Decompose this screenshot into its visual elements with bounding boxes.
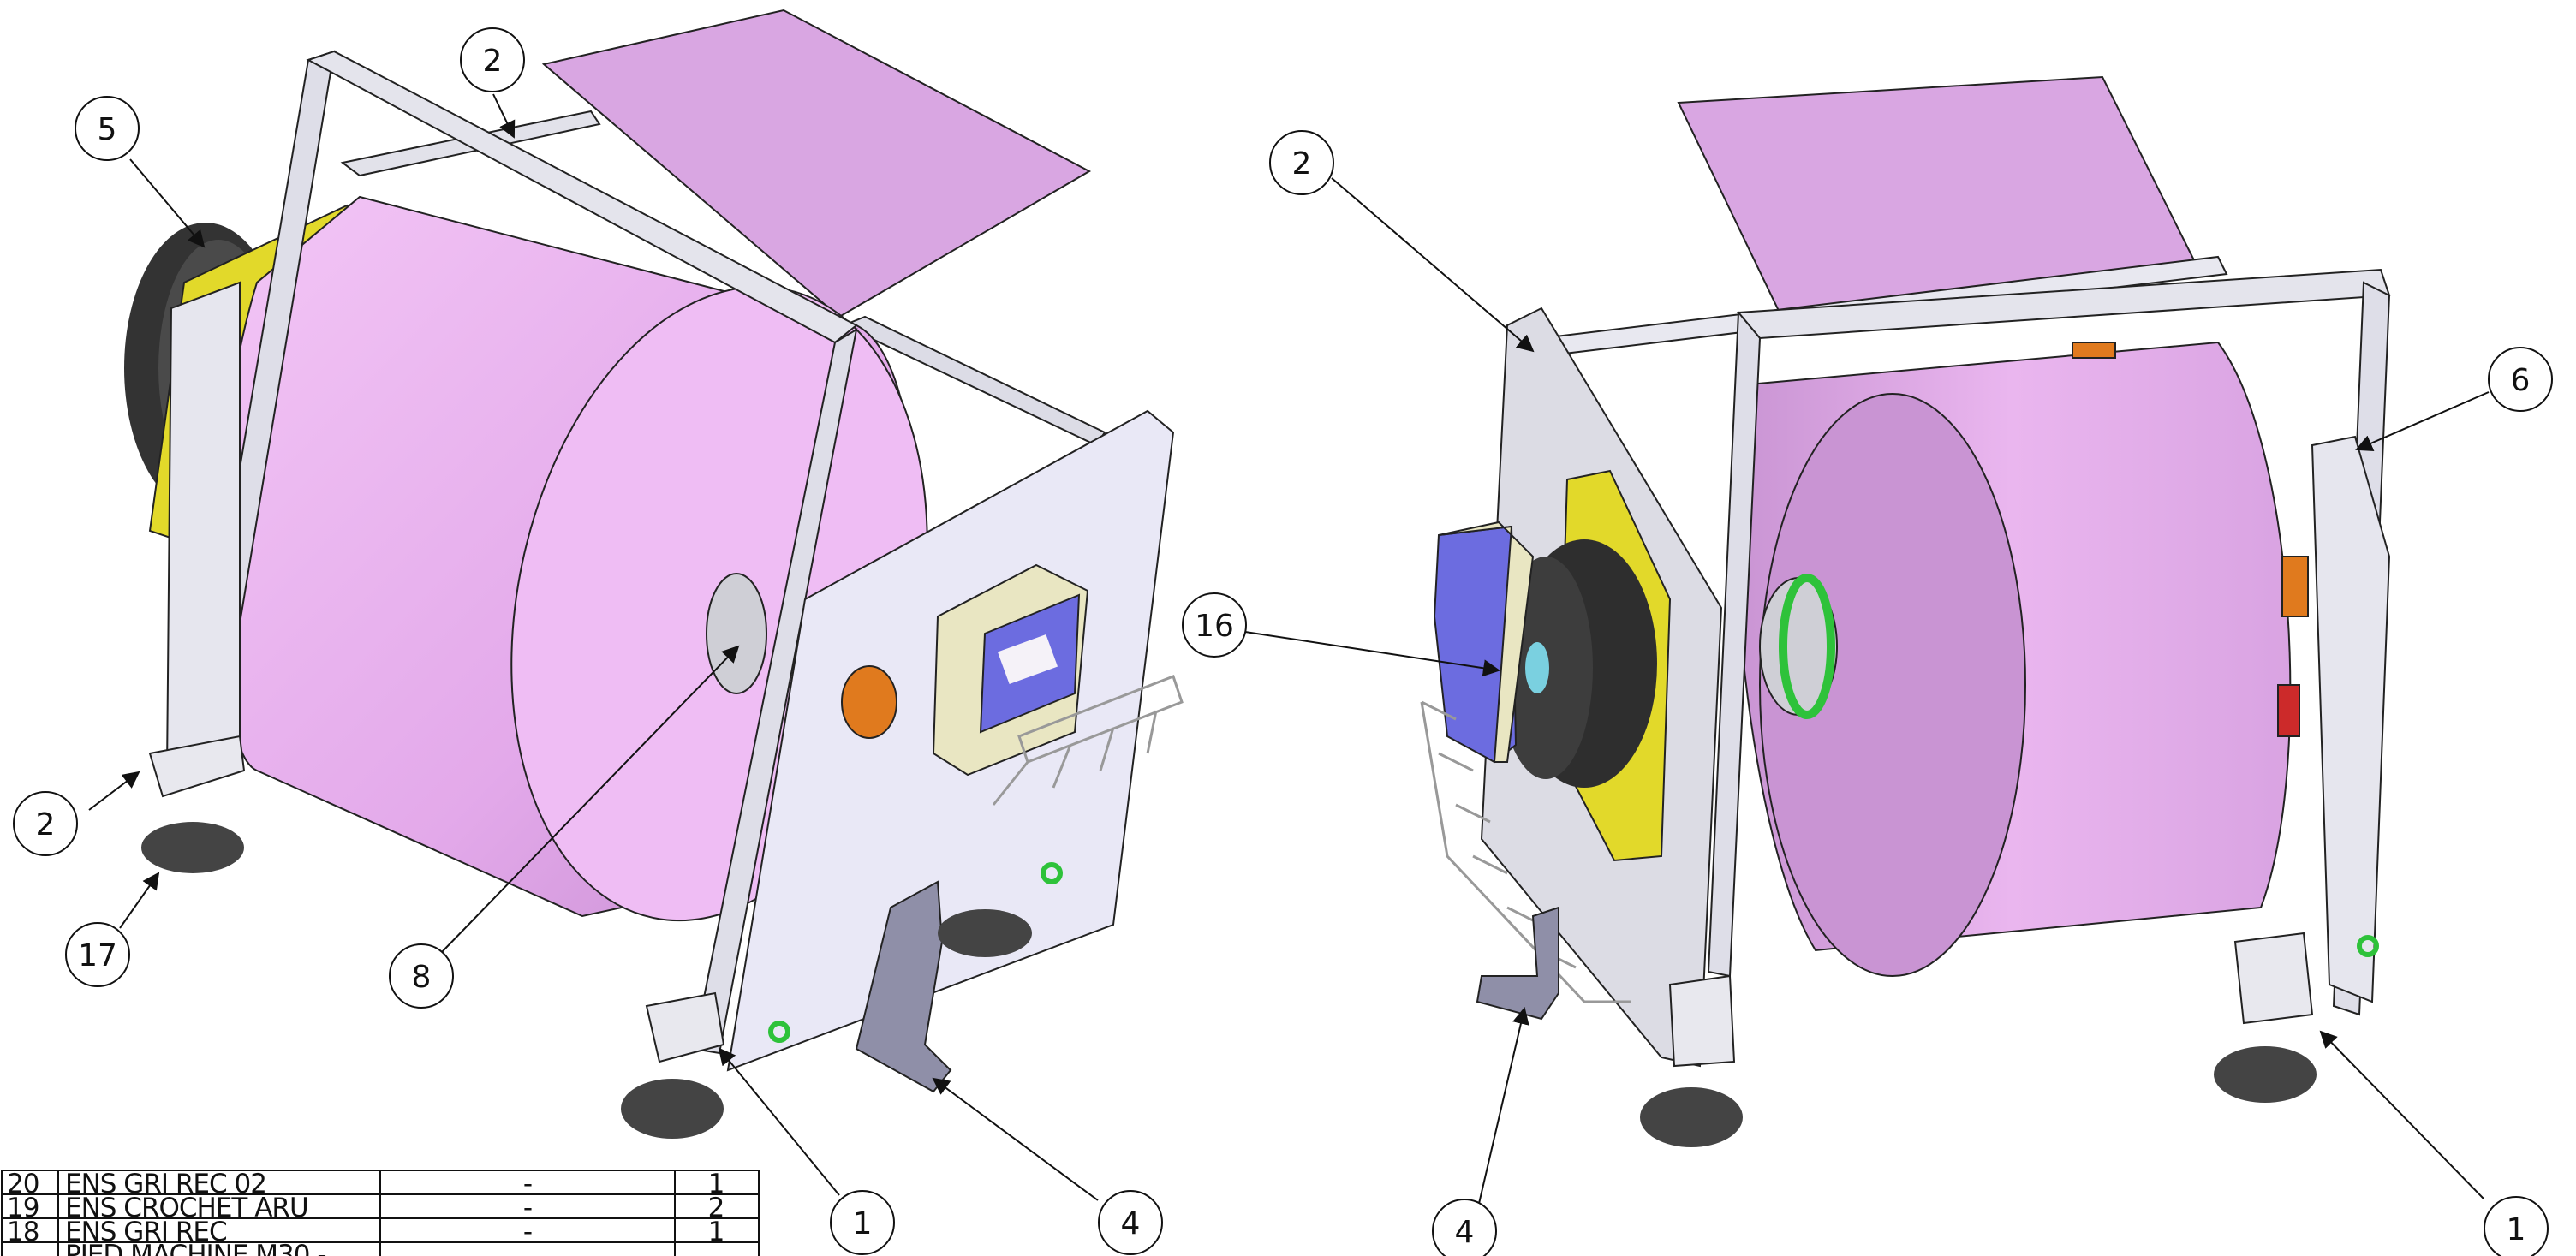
eyebolt-left-a: [768, 1021, 790, 1043]
balloon-17-label: 17: [78, 938, 117, 973]
balloon-2-top-left-label: 2: [483, 44, 503, 79]
balloon-1-right-label: 1: [2507, 1212, 2526, 1247]
rear-frame-bar: [841, 315, 1106, 447]
eyebolt-right: [2357, 935, 2379, 957]
balloon-1-left-label: 1: [853, 1206, 873, 1241]
balloon-2-right: 2: [1269, 130, 1334, 195]
side-plate-left: [165, 281, 241, 772]
balloon-8-label: 8: [412, 960, 432, 995]
bom-reference: -: [523, 1193, 532, 1223]
foot-left-front: [621, 1079, 724, 1139]
bom-table: 20 ENS GRI REC 02 - 1 19 ENS CROCHET ARU…: [1, 1169, 760, 1256]
bom-part-name: PIED MACHINE M30 -: [65, 1240, 326, 1256]
balloon-4-right-label: 4: [1455, 1215, 1475, 1250]
balloon-5-label: 5: [98, 112, 117, 147]
foot-mount-right-back: [2233, 932, 2314, 1025]
right-view: [1420, 75, 2391, 1147]
bom-row: PIED MACHINE M30 -: [65, 1240, 327, 1256]
bom-quantity: 2: [708, 1193, 724, 1223]
bom-row: 18 ENS GRI REC - 1: [7, 1217, 724, 1247]
orange-button-left: [841, 665, 897, 739]
red-part-right: [2277, 684, 2300, 737]
foot-mount-left-rear: [148, 735, 246, 798]
balloon-2-top-left: 2: [460, 27, 525, 92]
balloon-17: 17: [65, 922, 130, 987]
bom-item-number: 20: [7, 1169, 39, 1199]
foot-bracket-left: [855, 880, 952, 1093]
wire-basket-left: [992, 675, 1184, 806]
balloon-2-right-label: 2: [1292, 146, 1312, 182]
balloon-2-bottom-left: 2: [13, 791, 78, 856]
paper-sheet-left: [541, 9, 1092, 318]
bom-quantity: 1: [708, 1217, 724, 1247]
balloon-16: 16: [1182, 592, 1247, 658]
balloon-16-label: 16: [1195, 609, 1234, 644]
orange-part-right: [2281, 556, 2309, 617]
balloon-4-right: 4: [1432, 1199, 1497, 1256]
roll-hub-left: [706, 573, 767, 694]
gearbox-cap-right: [1438, 521, 1535, 763]
bom-part-name: ENS CROCHET ARU: [65, 1193, 308, 1223]
bom-item-number: 19: [7, 1193, 39, 1223]
balloon-1-left: 1: [830, 1190, 895, 1255]
green-ring-right: [1779, 574, 1835, 719]
foot-left-far: [938, 909, 1032, 957]
foot-left-rear: [141, 822, 244, 873]
foot-bracket-right: [1476, 906, 1559, 1021]
balloon-4-left: 4: [1098, 1190, 1163, 1255]
eyebolt-left-b: [1041, 862, 1063, 884]
balloon-1-right: 1: [2484, 1196, 2549, 1256]
motor-center-right: [1525, 642, 1549, 693]
balloon-2-bottom-left-label: 2: [36, 807, 56, 842]
bom-reference: -: [523, 1217, 532, 1247]
bom-part-name: ENS GRI REC: [65, 1217, 227, 1247]
bom-part-name: ENS GRI REC 02: [65, 1169, 266, 1199]
bom-row: 20 ENS GRI REC 02 - 1: [7, 1169, 724, 1199]
balloon-6: 6: [2488, 347, 2553, 412]
foot-mount-left-front: [645, 991, 725, 1063]
bom-item-number: 18: [7, 1217, 39, 1247]
balloon-5: 5: [75, 96, 140, 161]
orange-tab-right: [2072, 342, 2116, 359]
balloon-8: 8: [389, 943, 454, 1009]
front-frame-top: [306, 50, 858, 344]
bom-reference: -: [523, 1169, 532, 1199]
leader-lines: [88, 93, 2490, 1208]
left-view: [124, 9, 1184, 1139]
paper-roll-end-right: [1759, 393, 2026, 977]
foot-right-back: [2214, 1046, 2317, 1103]
balloon-4-left-label: 4: [1121, 1206, 1141, 1241]
wire-basket-right: [1420, 700, 1631, 1003]
side-plate-far-right: [2311, 435, 2391, 1003]
foot-mount-right-front: [1668, 974, 1736, 1068]
bom-quantity: 1: [708, 1169, 724, 1199]
balloon-6-label: 6: [2511, 363, 2531, 398]
bom-row: 19 ENS CROCHET ARU - 2: [7, 1193, 724, 1223]
foot-right-front: [1640, 1087, 1743, 1147]
control-box-screen: [997, 634, 1058, 685]
